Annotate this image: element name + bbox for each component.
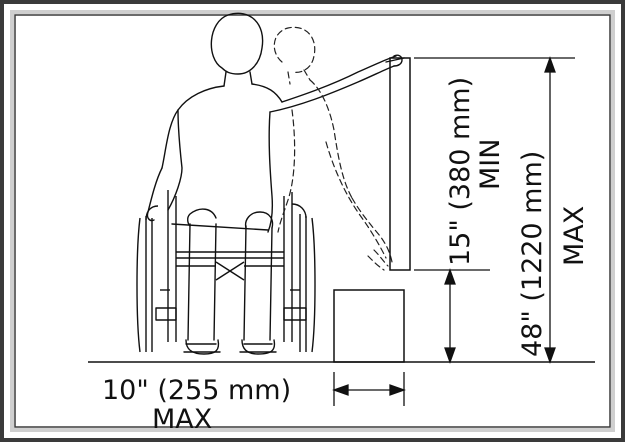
wall-panel [389, 57, 411, 271]
dimension-lines [332, 56, 575, 406]
low-height-value-label: 15" (380 mm) [445, 77, 476, 266]
reaching-arm-figure [273, 26, 393, 271]
frame-inner [10, 10, 615, 432]
frame-inner-line [14, 14, 611, 428]
clearance-value-label: 10" (255 mm) [102, 375, 291, 406]
clearance-arrow-right [389, 384, 406, 396]
clearance-arrow-left [332, 384, 349, 396]
low-height-qualifier-label: MIN [475, 139, 506, 190]
high-height-arrow-down [544, 347, 556, 364]
low-height-arrow-down [444, 347, 456, 364]
wheelchair [136, 190, 316, 353]
high-height-qualifier-label: MAX [559, 206, 590, 266]
high-height-arrow-up [544, 56, 556, 73]
low-height-arrow-up [444, 268, 456, 285]
clearance-qualifier-label: MAX [152, 404, 212, 435]
base-cabinet-box [333, 289, 405, 363]
high-height-value-label: 48" (1220 mm) [517, 151, 548, 357]
